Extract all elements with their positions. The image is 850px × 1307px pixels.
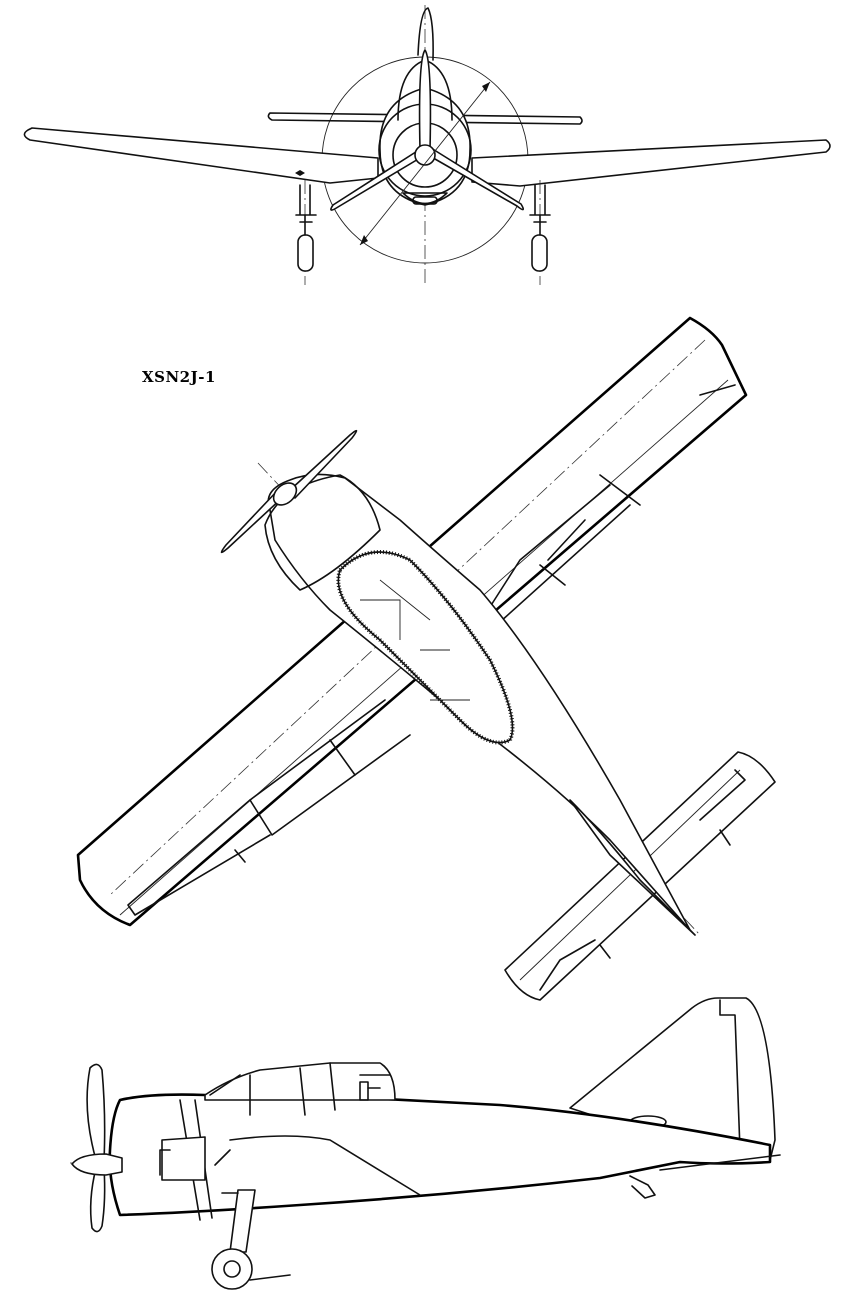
prop-blade-top [418,49,432,151]
prop-blade-upper [288,429,358,499]
spinner-plan [272,482,298,506]
designation-label: XSN2J-1 [142,368,216,386]
gear-left [295,184,317,216]
plan-view [76,316,776,1001]
tailplane [267,112,583,125]
prop-blade-bottom-side [89,1167,106,1233]
fin [417,7,434,61]
canopy-side [204,1062,396,1101]
fin-plan [569,799,696,936]
spinner [414,144,436,166]
side-view [70,997,781,1290]
front-view [23,5,831,285]
prop-blade-left [330,147,426,211]
main-wheel [211,1248,253,1290]
fuselage-side [108,1093,772,1217]
prop-blade-lower [220,489,284,554]
spinner-side [71,1153,123,1176]
left-wing [23,127,379,184]
prop-blade-right [427,147,525,211]
main-gear-strut [229,1189,256,1253]
right-wing [471,139,831,187]
prop-blade-top-side [86,1063,106,1161]
